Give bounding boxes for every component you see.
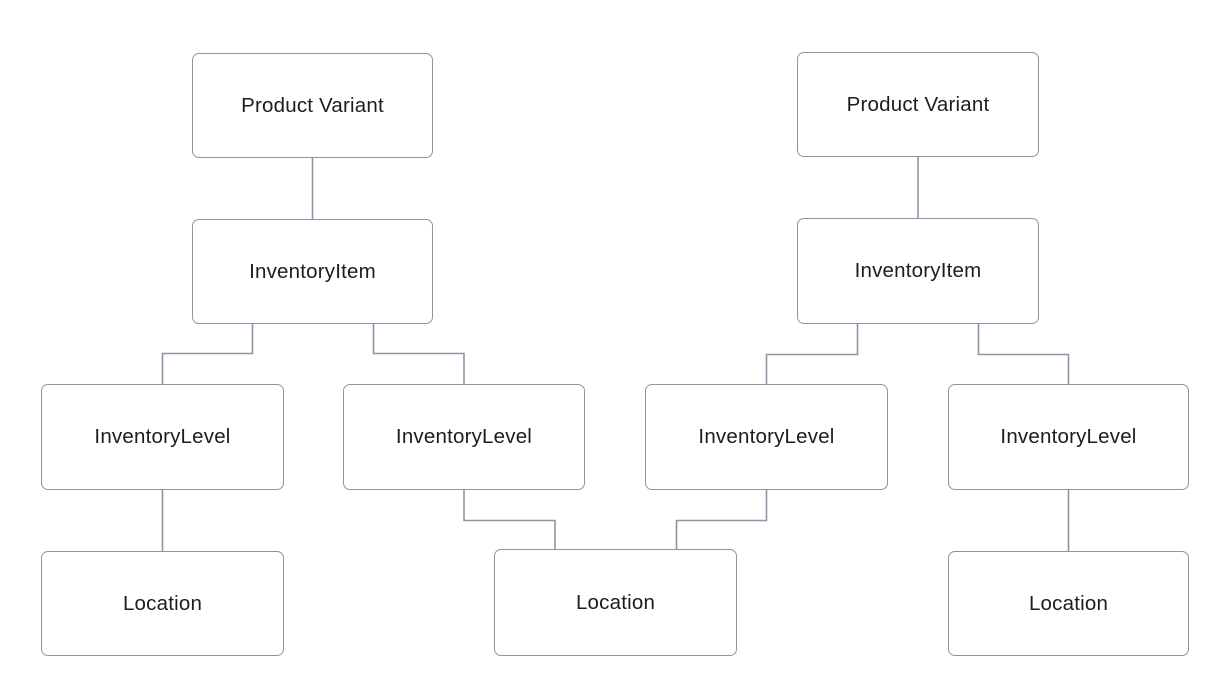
connector-ii2-il4 [977,324,1070,384]
node-label: Location [575,590,656,614]
node-inventory-level-2: InventoryLevel [343,384,585,490]
node-label: Location [1028,591,1109,615]
node-location-1: Location [41,551,284,656]
node-inventory-level-1: InventoryLevel [41,384,284,490]
connector-il3-locS [675,490,768,549]
connector-ii1-il2 [372,324,465,384]
node-label: InventoryLevel [698,425,835,448]
node-location-3: Location [948,551,1189,656]
node-label: InventoryLevel [395,425,533,448]
node-inventory-item-1: InventoryItem [192,219,433,324]
node-label: Location [122,591,203,615]
node-label: InventoryLevel [94,425,231,448]
node-label: InventoryItem [249,259,376,283]
node-product-variant-1: Product Variant [192,53,433,158]
connector-ii2-il3 [765,324,859,384]
node-label: Product Variant [241,93,384,117]
node-label: Product Variant [846,92,990,116]
node-product-variant-2: Product Variant [797,52,1039,157]
node-inventory-level-4: InventoryLevel [948,384,1189,490]
node-inventory-level-3: InventoryLevel [645,384,888,490]
node-inventory-item-2: InventoryItem [797,218,1039,324]
node-label: InventoryLevel [1000,425,1137,448]
node-label: InventoryItem [854,259,982,282]
node-location-shared: Location [494,549,737,656]
connector-il2-locS [463,490,556,549]
connector-ii1-il1 [161,324,254,384]
